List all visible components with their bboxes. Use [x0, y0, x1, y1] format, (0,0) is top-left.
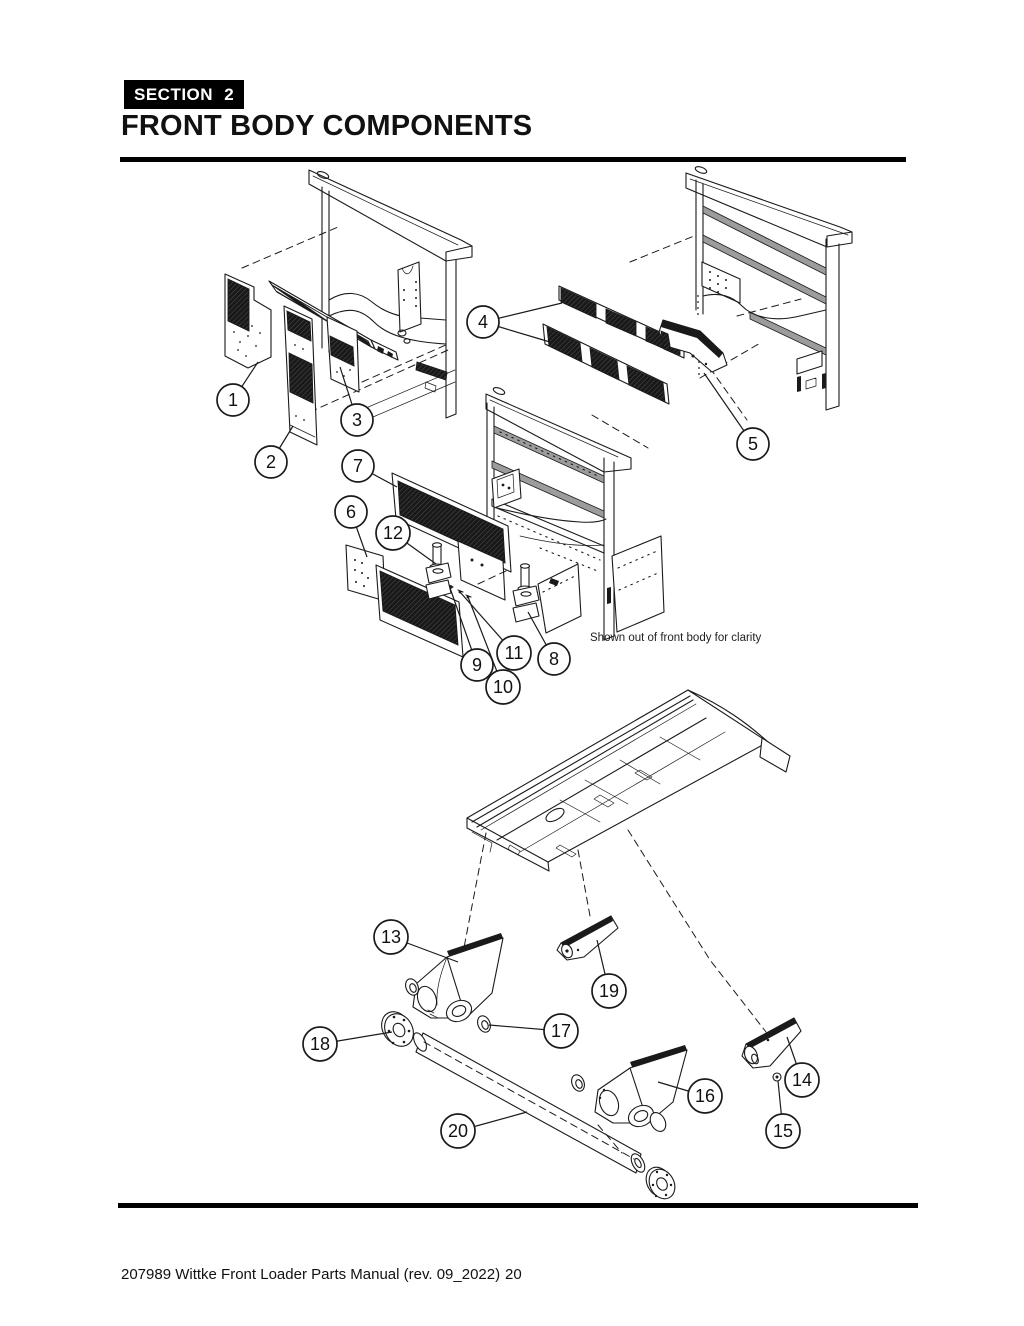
svg-text:16: 16	[695, 1086, 715, 1106]
svg-text:8: 8	[549, 649, 559, 669]
pivot-shaft-20	[413, 1032, 646, 1174]
projection-line	[461, 832, 487, 959]
front-body-frame-left	[308, 169, 473, 421]
svg-text:20: 20	[448, 1121, 468, 1141]
screen-panel-4-lower	[542, 323, 670, 405]
flange-bearing-18	[381, 1011, 414, 1047]
page-title: FRONT BODY COMPONENTS	[121, 110, 533, 142]
screen-panel-7	[391, 472, 512, 573]
projection-line	[709, 367, 748, 421]
nut-15	[772, 1072, 782, 1082]
o-ring-arm-16	[571, 1074, 585, 1092]
pivot-arm-13	[412, 933, 504, 1023]
svg-text:2: 2	[266, 452, 276, 472]
svg-text:9: 9	[472, 655, 482, 675]
front-body-frame-right	[685, 166, 853, 411]
callout-7: 7	[341, 449, 375, 483]
projection-line	[591, 414, 649, 449]
projection-line	[629, 235, 695, 263]
callout-9: 9	[460, 648, 494, 682]
mesh-panel-1	[224, 273, 272, 369]
projection-line	[241, 226, 339, 269]
callout-8: 8	[537, 642, 571, 676]
section-badge: SECTION 2	[124, 80, 244, 109]
projection-line	[577, 849, 591, 917]
svg-text:6: 6	[346, 502, 356, 522]
svg-text:3: 3	[352, 410, 362, 430]
cover-plate	[457, 540, 506, 601]
screen-panel-4-upper	[558, 285, 685, 359]
stop-bracket-14	[741, 1017, 802, 1069]
latch-pin-12	[425, 542, 452, 600]
callout-20: 20	[440, 1113, 476, 1149]
callout-19: 19	[591, 973, 627, 1009]
screen-panel-lower	[375, 564, 464, 658]
callout-4: 4	[466, 305, 500, 339]
mesh-panel-3	[326, 316, 360, 393]
latch-pin-8	[512, 563, 540, 623]
footer-page-number: 20	[505, 1266, 522, 1283]
callout-2: 2	[254, 445, 288, 479]
pivot-arm-16	[594, 1045, 688, 1132]
projection-line	[361, 343, 449, 383]
callout-18: 18	[302, 1026, 338, 1062]
callout-17: 17	[543, 1013, 579, 1049]
svg-text:12: 12	[383, 523, 403, 543]
callout-13: 13	[373, 919, 409, 955]
bracket-5	[658, 319, 728, 373]
footer-manual-ref: 207989 Wittke Front Loader Parts Manual …	[121, 1266, 501, 1283]
svg-text:19: 19	[599, 981, 619, 1001]
callout-12: 12	[375, 515, 411, 551]
mesh-panel-2	[283, 305, 318, 446]
projection-line	[597, 1124, 623, 1154]
svg-text:7: 7	[353, 456, 363, 476]
callout-10: 10	[485, 669, 521, 705]
callout-15: 15	[765, 1113, 801, 1149]
callout-14: 14	[784, 1062, 820, 1098]
flange-bearing-shaft-end	[645, 1166, 676, 1200]
projection-line	[309, 349, 449, 413]
callout-16: 16	[687, 1078, 723, 1114]
svg-text:10: 10	[493, 677, 513, 697]
projection-line	[477, 569, 509, 585]
projection-line	[736, 298, 802, 317]
callout-5: 5	[736, 427, 770, 461]
svg-text:4: 4	[478, 312, 488, 332]
svg-text:11: 11	[505, 643, 524, 663]
projection-line	[699, 341, 763, 379]
o-ring	[405, 978, 419, 996]
svg-text:5: 5	[748, 434, 758, 454]
stop-bracket-19	[556, 915, 619, 961]
svg-text:17: 17	[551, 1021, 571, 1041]
svg-text:15: 15	[773, 1121, 793, 1141]
projection-line	[627, 829, 767, 1033]
svg-text:1: 1	[228, 390, 238, 410]
svg-text:18: 18	[310, 1034, 330, 1054]
callout-1: 1	[216, 383, 250, 417]
svg-text:13: 13	[381, 927, 401, 947]
o-ring-17	[477, 1015, 491, 1033]
callout-6: 6	[334, 495, 368, 529]
header-rule	[120, 157, 906, 162]
callout-3: 3	[340, 403, 374, 437]
fasteners-9-10-11	[448, 584, 472, 599]
footer-rule	[118, 1203, 918, 1208]
callout-11: 11	[496, 635, 532, 671]
floor-panel	[466, 689, 791, 872]
front-body-frame-middle	[485, 387, 665, 641]
svg-text:14: 14	[792, 1070, 812, 1090]
diagram-note: Shown out of front body for clarity	[590, 632, 762, 644]
